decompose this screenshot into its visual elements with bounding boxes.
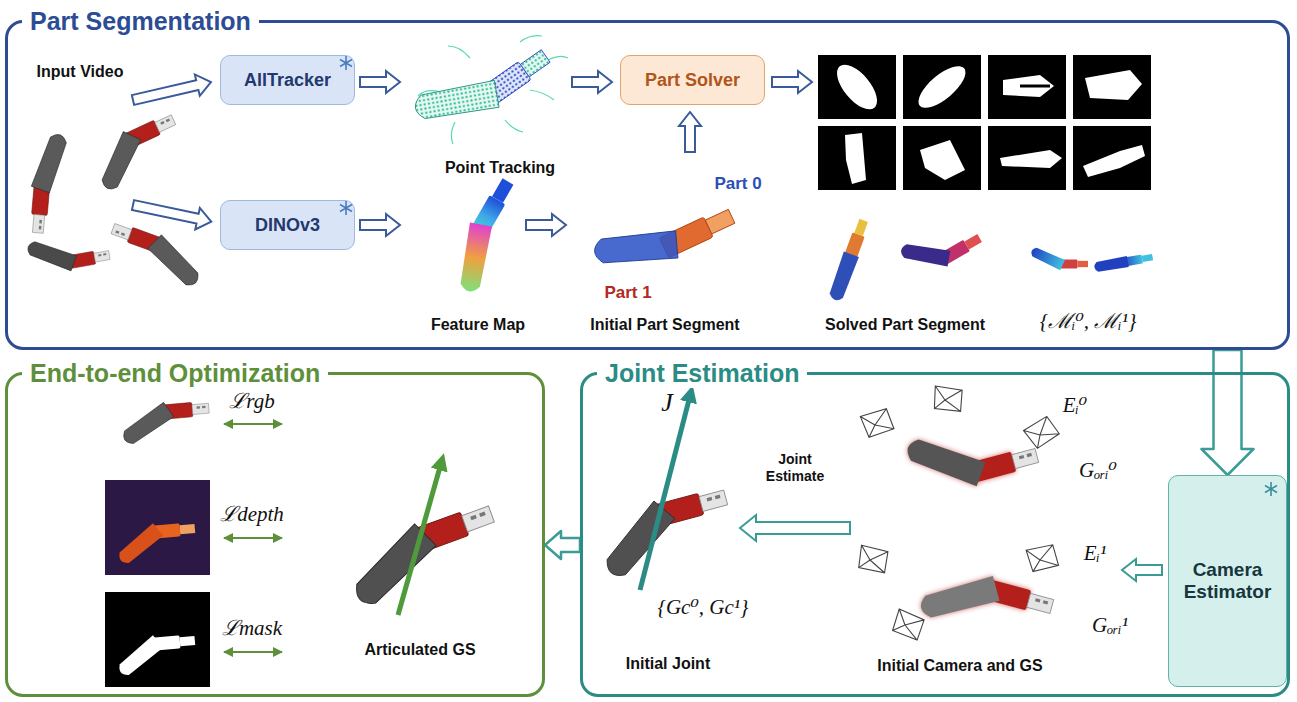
section-panel: End-to-end Optimization — [5, 372, 545, 697]
math-label: {ℳᵢ⁰, ℳᵢ¹} — [1040, 306, 1137, 334]
box-label: Camera Estimator — [1177, 559, 1278, 603]
caption-label: Initial Part Segment — [590, 316, 739, 334]
caption-label: Initial Joint — [626, 655, 710, 673]
frozen-icon — [1265, 482, 1277, 496]
math-label: Eᵢ⁰ — [1063, 393, 1088, 418]
model-box: DINOv3 — [220, 200, 355, 250]
solver-box: Part Solver — [620, 55, 765, 105]
flow-arrows — [131, 71, 812, 236]
caption-label: Feature Map — [431, 316, 525, 334]
caption-label: Point Tracking — [445, 159, 555, 177]
feature-map-image — [438, 175, 536, 300]
section-panel: AllTrackerDINOv3Part SolverPart Segmenta… — [5, 20, 1290, 350]
part-label: Part 0 — [711, 174, 764, 194]
section-title: Joint Estimation — [597, 358, 807, 388]
model-box: AllTracker — [220, 55, 355, 105]
math-label: Eᵢ¹ — [1084, 541, 1106, 566]
flow-arrow — [1202, 350, 1254, 475]
joint-estimation-images — [589, 383, 1162, 652]
point-tracking-image — [404, 20, 568, 150]
mask-grid — [818, 55, 1151, 190]
part-label: Part 1 — [601, 283, 654, 303]
math-label: ℒdepth — [220, 499, 284, 527]
math-label: {Gc⁰, Gc¹} — [658, 595, 749, 620]
initial-segment-image — [585, 181, 738, 290]
part-label: Joint Estimate — [759, 451, 831, 485]
math-label: Gₒᵣᵢ¹ — [1092, 613, 1128, 638]
section-title: Part Segmentation — [22, 6, 259, 36]
caption-label: Input Video — [37, 63, 124, 81]
flow-arrow — [545, 531, 580, 559]
math-label: ℒmask — [222, 613, 282, 641]
solved-segment-images — [827, 208, 1153, 303]
section-title: End-to-end Optimization — [22, 358, 328, 388]
caption-label: Solved Part Segment — [825, 316, 985, 334]
optimization-images — [105, 398, 508, 687]
box-label: Part Solver — [645, 70, 740, 91]
math-label: ℒrgb — [229, 386, 274, 414]
box-label: DINOv3 — [255, 215, 320, 236]
section-panel: Camera EstimatorJoint Estimation — [580, 372, 1290, 697]
math-label: Gₒᵣᵢ⁰ — [1079, 458, 1117, 483]
caption-label: Initial Camera and GS — [877, 657, 1042, 675]
caption-label: Articulated GS — [364, 641, 475, 659]
math-label: J — [661, 388, 673, 418]
model-box: Camera Estimator — [1168, 475, 1287, 687]
frozen-icon — [340, 56, 352, 215]
input-video-frames — [23, 110, 211, 292]
box-label: AllTracker — [244, 70, 331, 91]
